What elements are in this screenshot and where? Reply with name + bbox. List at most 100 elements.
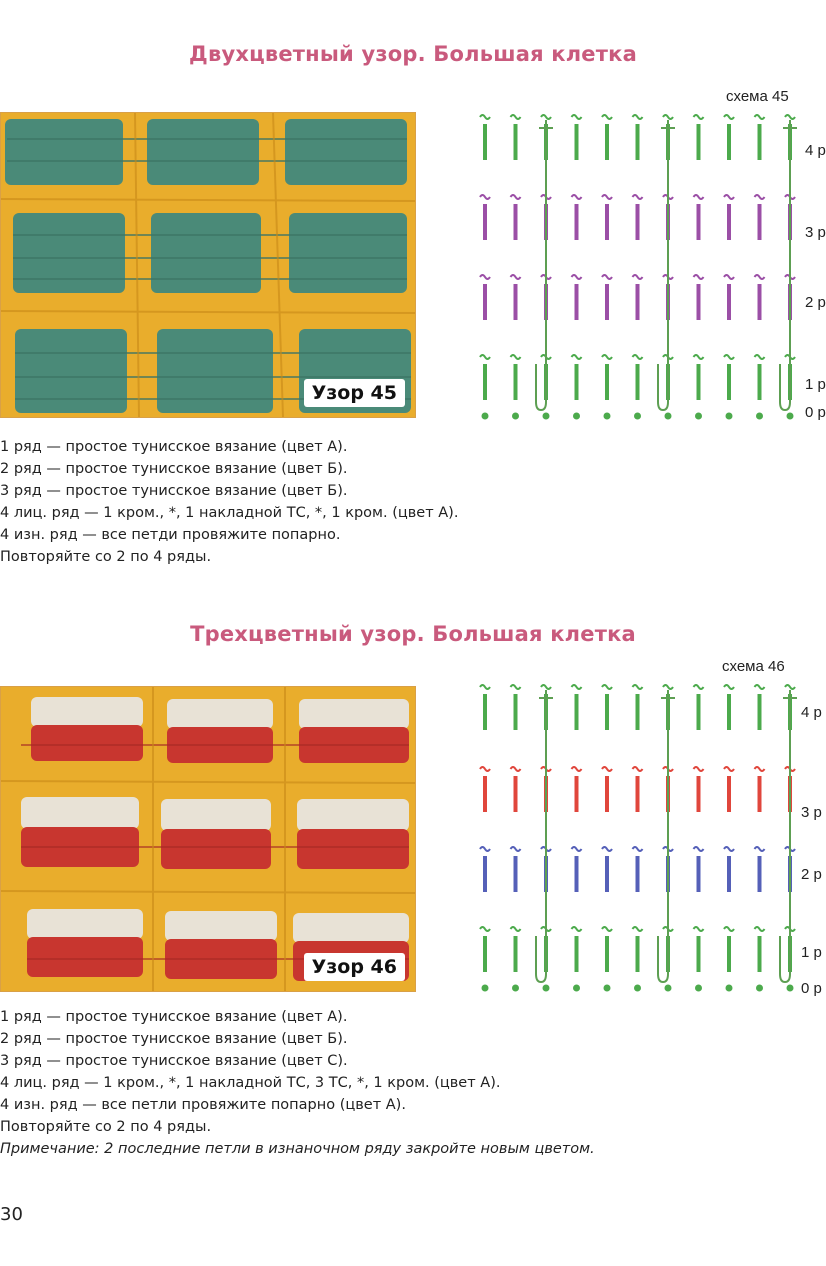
instruction-line: 3 ряд — простое тунисское вязание (цвет … [0, 483, 348, 499]
stitch-chart-46 [479, 684, 797, 992]
stitch-tilde-mark [570, 926, 583, 932]
instruction-line: 4 изн. ряд — все петди провяжите попарно… [0, 527, 341, 543]
stitch-tilde-mark [509, 766, 522, 772]
stitch-tilde-mark [601, 274, 613, 280]
stitch-dot-mark [695, 412, 702, 420]
instruction-line: 1 ряд — простое тунисское вязание (цвет … [0, 439, 348, 455]
stitch-tilde-mark [570, 766, 583, 772]
stitch-tilde-mark [601, 114, 613, 120]
three-color-check-knit-image [1, 687, 415, 991]
stitch-tilde-mark [601, 194, 613, 200]
stitch-tilde-mark [509, 926, 522, 932]
pattern-label-45: Узор 45 [303, 379, 405, 407]
stitch-dot-mark [634, 412, 641, 420]
stitch-tilde-mark [601, 766, 613, 772]
stitch-tilde-mark [631, 354, 644, 360]
instruction-line: Повторяйте со 2 по 4 ряды. [0, 549, 212, 565]
long-stitch-mark [535, 690, 547, 984]
stitch-dot-mark [664, 984, 672, 992]
stitch-dot-mark [786, 984, 794, 992]
stitch-tilde-mark [570, 846, 583, 852]
stitch-tilde-mark [631, 846, 644, 852]
stitch-tilde-mark [753, 846, 766, 852]
stitch-tilde-mark [479, 194, 491, 200]
stitch-tilde-mark [662, 114, 674, 120]
stitch-tilde-mark [570, 274, 583, 280]
stitch-dot-mark [603, 984, 611, 992]
stitch-tilde-mark [723, 926, 735, 932]
pattern-label-46: Узор 46 [303, 953, 405, 981]
pattern-photo-45: Узор 45 [0, 112, 416, 418]
stitch-diagram-45: 4 р 3 р 2 р 1 р 0 р [455, 104, 826, 424]
two-color-check-knit-image [1, 113, 415, 417]
stitch-dot-mark [664, 412, 672, 420]
stitch-tilde-mark [753, 114, 766, 120]
stitch-tilde-mark [601, 354, 613, 360]
long-stitch-mark [779, 690, 791, 984]
stitch-diagram-46: 4 р 3 р 2 р 1 р 0 р [455, 674, 826, 997]
stitch-tilde-mark [692, 354, 705, 360]
row-label-4: 4 р [805, 142, 826, 159]
stitch-tilde-mark [631, 274, 644, 280]
stitch-tilde-mark [692, 846, 705, 852]
stitch-dot-mark [512, 984, 519, 992]
section-title-46: Трехцветный узор. Большая клетка [190, 622, 636, 646]
stitch-tilde-mark [692, 684, 705, 690]
stitch-tilde-mark [479, 114, 491, 120]
stitch-tilde-mark [509, 846, 522, 852]
long-stitch-mark [535, 120, 547, 412]
stitch-tilde-mark [753, 274, 766, 280]
row-label-1: 1 р [805, 376, 826, 393]
stitch-tilde-mark [570, 684, 583, 690]
instruction-note: Примечание: 2 последние петли в изнаночн… [0, 1141, 595, 1157]
stitch-tilde-mark [601, 926, 613, 932]
stitch-tilde-mark [509, 354, 522, 360]
stitch-tilde-mark [723, 194, 735, 200]
stitch-dot-mark [512, 412, 519, 420]
long-stitch-mark [657, 690, 669, 984]
stitch-tilde-mark [753, 684, 766, 690]
instruction-line: 4 изн. ряд — все петли провяжите попарно… [0, 1097, 406, 1113]
stitch-tilde-mark [509, 274, 522, 280]
stitch-tilde-mark [723, 684, 735, 690]
stitch-tilde-mark [723, 114, 735, 120]
stitch-dot-mark [573, 412, 580, 420]
instruction-line: 2 ряд — простое тунисское вязание (цвет … [0, 1031, 348, 1047]
stitch-tilde-mark [509, 114, 522, 120]
stitch-tilde-mark [631, 114, 644, 120]
page-number: 30 [0, 1204, 23, 1225]
long-stitch-mark [779, 120, 791, 412]
stitch-tilde-mark [540, 684, 552, 690]
stitch-tilde-mark [692, 766, 705, 772]
scheme-label-45: схема 45 [726, 88, 789, 105]
stitch-tilde-mark [692, 274, 705, 280]
row-label-4: 4 р [801, 704, 822, 721]
instruction-line: 3 ряд — простое тунисское вязание (цвет … [0, 1053, 348, 1069]
stitch-tilde-mark [479, 846, 491, 852]
stitch-tilde-mark [479, 274, 491, 280]
stitch-tilde-mark [570, 114, 583, 120]
stitch-tilde-mark [753, 766, 766, 772]
instruction-line: 4 лиц. ряд — 1 кром., *, 1 накладной ТС,… [0, 1075, 501, 1091]
stitch-tilde-mark [601, 846, 613, 852]
stitch-tilde-mark [692, 194, 705, 200]
row-label-2: 2 р [805, 294, 826, 311]
stitch-dot-mark [695, 984, 702, 992]
stitch-tilde-mark [723, 354, 735, 360]
row-label-1: 1 р [801, 944, 822, 961]
stitch-tilde-mark [540, 114, 552, 120]
stitch-tilde-mark [753, 926, 766, 932]
stitch-tilde-mark [601, 684, 613, 690]
row-label-0: 0 р [805, 404, 826, 421]
stitch-dot-mark [756, 984, 763, 992]
stitch-tilde-mark [692, 114, 705, 120]
stitch-tilde-mark [723, 766, 735, 772]
stitch-dot-mark [603, 412, 611, 420]
stitch-dot-mark [786, 412, 794, 420]
stitch-dot-mark [481, 412, 489, 420]
stitch-tilde-mark [784, 684, 796, 690]
row-label-3: 3 р [805, 224, 826, 241]
stitch-tilde-mark [479, 766, 491, 772]
stitch-tilde-mark [723, 846, 735, 852]
stitch-tilde-mark [570, 354, 583, 360]
